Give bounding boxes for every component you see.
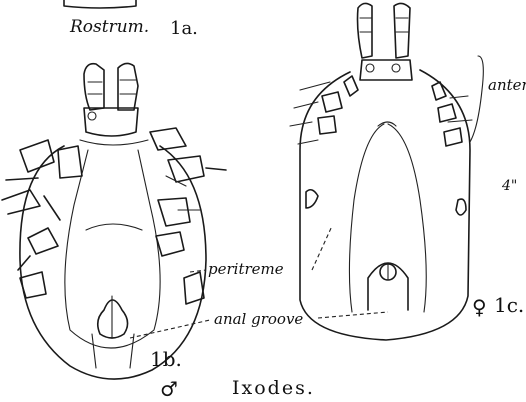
anal-groove-leader-left (130, 320, 210, 338)
fig-1b-male-tick: 1b. (2, 63, 226, 379)
fig-1a-rostrum: Rostrum. 1a. (64, 0, 198, 39)
palp-right-female (394, 3, 410, 58)
fig-1c-label: 1c. (494, 293, 524, 317)
leg-label-partial: 4" (501, 178, 517, 194)
rostrum-label: Rostrum. (69, 17, 149, 37)
antennae-label-partial: anter (488, 76, 526, 94)
peritreme-label: peritreme (208, 260, 284, 278)
palp-left (84, 64, 104, 110)
palp-left-female (358, 3, 373, 58)
peritreme-leader-right (312, 226, 332, 270)
fig-1a-label: 1a. (170, 18, 198, 39)
anal-groove-leader-right (318, 312, 388, 318)
peritreme-leader-left (190, 270, 206, 272)
anal-plate (98, 300, 128, 338)
palp-right (118, 63, 138, 110)
female-symbol: ♀ (472, 295, 487, 319)
male-symbol: ♂ (160, 377, 178, 401)
genus-caption: Ixodes. (232, 377, 315, 399)
fig-1b-label: 1b. (150, 347, 182, 371)
anal-groove-label: anal groove (214, 310, 303, 328)
fig-1c-female-tick: anter 4" ♀ 1c. (290, 3, 526, 340)
